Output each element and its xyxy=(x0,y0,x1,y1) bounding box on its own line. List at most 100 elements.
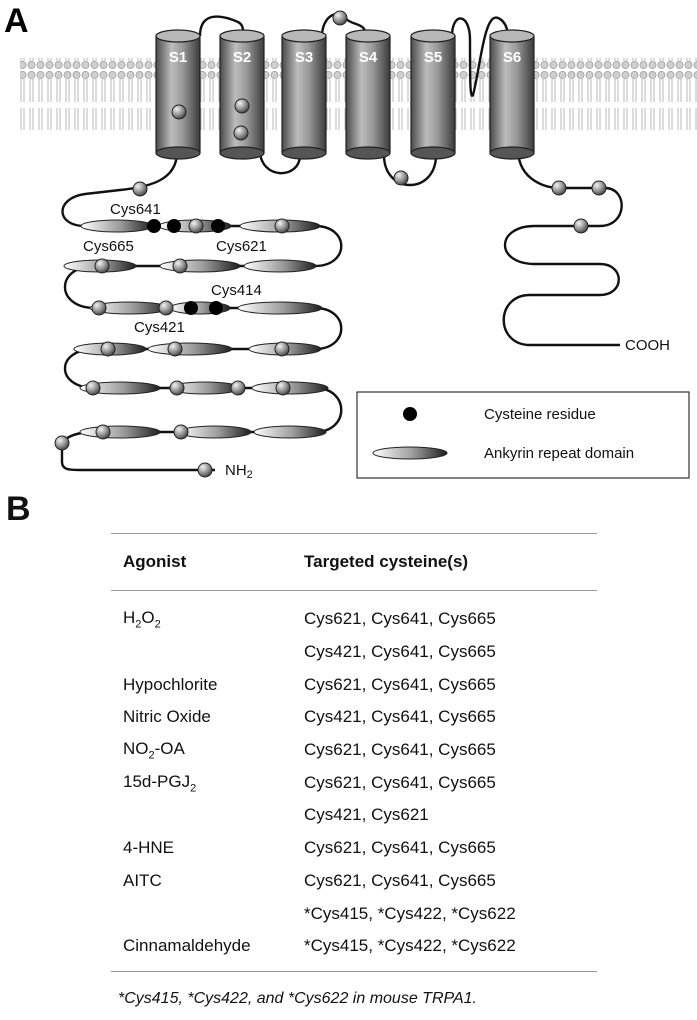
n-terminus-label: NH2 xyxy=(225,462,253,481)
legend-cysteine-label: Cysteine residue xyxy=(484,406,596,423)
ankyrin-repeat xyxy=(80,219,154,233)
segment-label: S6 xyxy=(503,49,521,66)
residue-marker xyxy=(94,258,110,274)
segment-s5: S5 xyxy=(410,29,456,160)
c-terminus-label: COOH xyxy=(625,337,670,354)
targets-cell: Cys621, Cys641, Cys665 xyxy=(304,838,496,858)
segment-s3: S3 xyxy=(281,29,327,160)
cys641-label: Cys641 xyxy=(110,201,161,218)
cys414-label: Cys414 xyxy=(211,282,262,299)
residue-marker xyxy=(274,341,290,357)
targets-cell: Cys621, Cys641, Cys665 xyxy=(304,772,496,792)
table-row: AITC Cys621, Cys641, Cys665 xyxy=(111,865,597,898)
ankyrin-repeat xyxy=(159,259,241,273)
cysteine-residue xyxy=(147,219,161,233)
table-row: Cys421, Cys641, Cys665 xyxy=(111,636,597,669)
residue-marker xyxy=(173,424,189,440)
ankyrin-repeat xyxy=(237,301,323,315)
residue-marker xyxy=(591,180,607,196)
header-targets: Targeted cysteine(s) xyxy=(304,552,469,571)
residue-marker xyxy=(171,104,187,120)
legend-ankyrin-label: Ankyrin repeat domain xyxy=(484,445,634,462)
targets-cell: Cys421, Cys621 xyxy=(304,805,429,825)
targets-cell: Cys621, Cys641, Cys665 xyxy=(304,870,496,890)
residue-marker xyxy=(274,218,290,234)
residue-marker xyxy=(167,341,183,357)
residue-marker xyxy=(573,218,589,234)
table-row: Cinnamaldehyde *Cys415, *Cys422, *Cys622 xyxy=(111,930,597,963)
header-agonist: Agonist xyxy=(123,552,187,571)
trpa1-topology-diagram: A S1 S2 S3 xyxy=(4,2,697,481)
residue-marker xyxy=(332,10,348,26)
residue-marker xyxy=(234,98,250,114)
legend-ankyrin-symbol xyxy=(372,446,448,460)
table-header: Agonist Targeted cysteine(s) xyxy=(111,534,597,590)
residue-marker xyxy=(197,462,213,478)
agonist-cell: Nitric Oxide xyxy=(123,707,211,727)
residue-marker xyxy=(158,300,174,316)
agonist-cell: Cinnamaldehyde xyxy=(123,936,251,956)
cys421-label: Cys421 xyxy=(134,319,185,336)
segment-label: S3 xyxy=(295,49,313,66)
ankyrin-repeat xyxy=(79,381,161,395)
segment-label: S5 xyxy=(424,49,442,66)
table-footnote: *Cys415, *Cys422, and *Cys622 in mouse T… xyxy=(118,990,477,1007)
panel-a-letter: A xyxy=(4,2,29,40)
cys665-label: Cys665 xyxy=(83,238,134,255)
cysteine-residue xyxy=(184,301,198,315)
cys621-label: Cys621 xyxy=(216,238,267,255)
table-header-rule xyxy=(111,590,597,591)
segment-label: S2 xyxy=(233,49,251,66)
residue-marker xyxy=(54,435,70,451)
residue-marker xyxy=(91,300,107,316)
targets-cell: *Cys415, *Cys422, *Cys622 xyxy=(304,936,516,956)
table-top-rule xyxy=(111,533,597,534)
segment-s1: S1 xyxy=(155,29,201,160)
table-row: Nitric Oxide Cys421, Cys641, Cys665 xyxy=(111,701,597,734)
residue-marker xyxy=(172,258,188,274)
residue-markers xyxy=(54,10,607,478)
segment-s4: S4 xyxy=(345,29,391,160)
segment-label: S4 xyxy=(359,49,378,66)
residue-marker xyxy=(132,181,148,197)
residue-marker xyxy=(100,341,116,357)
agonist-cell: 15d-PGJ2 xyxy=(123,771,197,794)
segment-s6: S6 xyxy=(489,29,535,160)
table-row: NO2-OA Cys621, Cys641, Cys665 xyxy=(111,734,597,767)
targets-cell: *Cys415, *Cys422, *Cys622 xyxy=(304,903,516,923)
table-bottom-rule xyxy=(111,970,597,972)
targets-cell: Cys421, Cys641, Cys665 xyxy=(304,642,496,662)
intracellular-loops xyxy=(258,149,438,187)
ankyrin-repeat xyxy=(253,425,327,439)
table-row: *Cys415, *Cys422, *Cys622 xyxy=(111,897,597,930)
c-terminal-chain xyxy=(502,151,623,347)
legend: Cysteine residue Ankyrin repeat domain xyxy=(356,391,690,479)
panel-b-letter: B xyxy=(6,490,31,528)
residue-marker xyxy=(230,380,246,396)
targets-cell: Cys621, Cys641, Cys665 xyxy=(304,740,496,760)
agonist-cell: AITC xyxy=(123,870,162,890)
residue-marker xyxy=(551,180,567,196)
ankyrin-repeat xyxy=(147,342,233,356)
cysteine-residues xyxy=(147,219,225,315)
table-row: Cys421, Cys621 xyxy=(111,799,597,832)
residue-marker xyxy=(393,170,409,186)
legend-cysteine-symbol xyxy=(403,407,417,421)
residue-marker xyxy=(169,380,185,396)
cysteine-residue xyxy=(211,219,225,233)
table-row: 15d-PGJ2 Cys621, Cys641, Cys665 xyxy=(111,766,597,799)
agonist-cell: NO2-OA xyxy=(123,738,185,762)
ankyrin-repeat xyxy=(178,425,252,439)
cysteine-residue xyxy=(167,219,181,233)
targets-cell: Cys421, Cys641, Cys665 xyxy=(304,707,496,727)
residue-marker xyxy=(188,218,204,234)
ankyrin-repeat xyxy=(243,259,317,273)
residue-marker xyxy=(85,380,101,396)
targets-cell: Cys621, Cys641, Cys665 xyxy=(304,674,496,694)
segment-label: S1 xyxy=(169,49,187,66)
